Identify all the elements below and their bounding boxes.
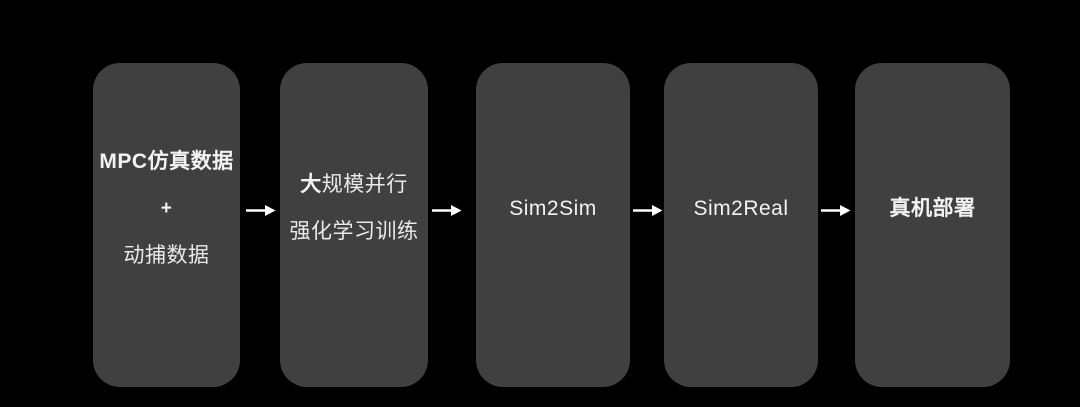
flow-arrow-icon: [246, 205, 276, 216]
stage-label: MPC仿真数据: [99, 149, 234, 173]
stage-label: 真机部署: [889, 196, 976, 220]
stage-label: 大规模并行: [300, 173, 408, 196]
plus-sign: +: [160, 197, 173, 219]
stage-label: 动捕数据: [123, 243, 210, 267]
stage-box-sim2real: Sim2Real: [664, 63, 818, 387]
stage-label: Sim2Real: [693, 196, 789, 220]
stage-label: Sim2Sim: [509, 196, 597, 220]
stage-label-rest: 规模并行: [321, 173, 408, 196]
stage-box-rl-training: 大规模并行 强化学习训练: [280, 63, 428, 387]
flow-arrow-icon: [432, 205, 462, 216]
stage-box-mpc-sim-data: MPC仿真数据 + 动捕数据: [93, 63, 240, 387]
stage-label-emphasis: 大: [300, 173, 322, 196]
stage-box-real-deployment: 真机部署: [855, 63, 1010, 387]
stage-label: 强化学习训练: [289, 220, 419, 243]
stage-box-sim2sim: Sim2Sim: [476, 63, 630, 387]
flow-arrow-icon: [821, 205, 851, 216]
flow-arrow-icon: [633, 205, 663, 216]
